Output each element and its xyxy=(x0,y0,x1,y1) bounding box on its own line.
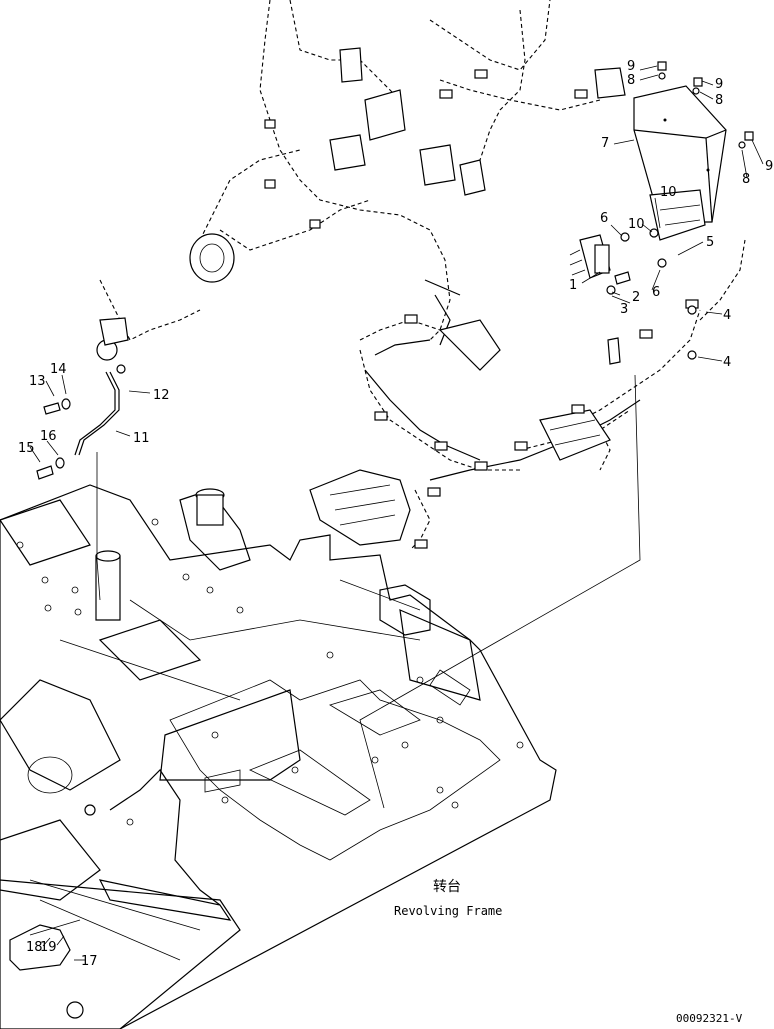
callout-15: 15 xyxy=(18,441,35,456)
callout-16: 16 xyxy=(40,429,57,444)
callout-9: 9 xyxy=(627,59,635,74)
callout-8: 8 xyxy=(715,93,723,108)
callout-17: 17 xyxy=(81,954,98,969)
document-id: 00092321-V xyxy=(676,1012,743,1025)
callout-19: 19 xyxy=(40,940,57,955)
callout-12: 12 xyxy=(153,388,170,403)
callout-9: 9 xyxy=(765,159,773,174)
caption-chinese: 转台 xyxy=(433,879,461,895)
callout-14: 14 xyxy=(50,362,67,377)
caption-english: Revolving Frame xyxy=(394,904,502,918)
callout-1: 1 xyxy=(569,278,577,293)
callout-10: 10 xyxy=(660,185,677,200)
callout-6: 6 xyxy=(600,211,608,226)
revolving-frame xyxy=(0,484,557,1029)
callout-13: 13 xyxy=(29,374,46,389)
callout-10: 10 xyxy=(628,217,645,232)
callout-11: 11 xyxy=(133,431,150,446)
wiring-harness xyxy=(29,0,764,961)
callout-9: 9 xyxy=(715,77,723,92)
callout-labels: 1 2 3 4 4 5 6 6 7 8 8 8 9 9 9 10 10 11 1… xyxy=(18,59,773,969)
callout-3: 3 xyxy=(620,302,628,317)
callout-7: 7 xyxy=(601,136,609,151)
callout-4: 4 xyxy=(723,308,731,323)
callout-8: 8 xyxy=(627,73,635,88)
callout-6: 6 xyxy=(652,285,660,300)
callout-4: 4 xyxy=(723,355,731,370)
callout-5: 5 xyxy=(706,235,714,250)
callout-18: 18 xyxy=(26,940,43,955)
callout-2: 2 xyxy=(632,290,640,305)
callout-8: 8 xyxy=(742,172,750,187)
